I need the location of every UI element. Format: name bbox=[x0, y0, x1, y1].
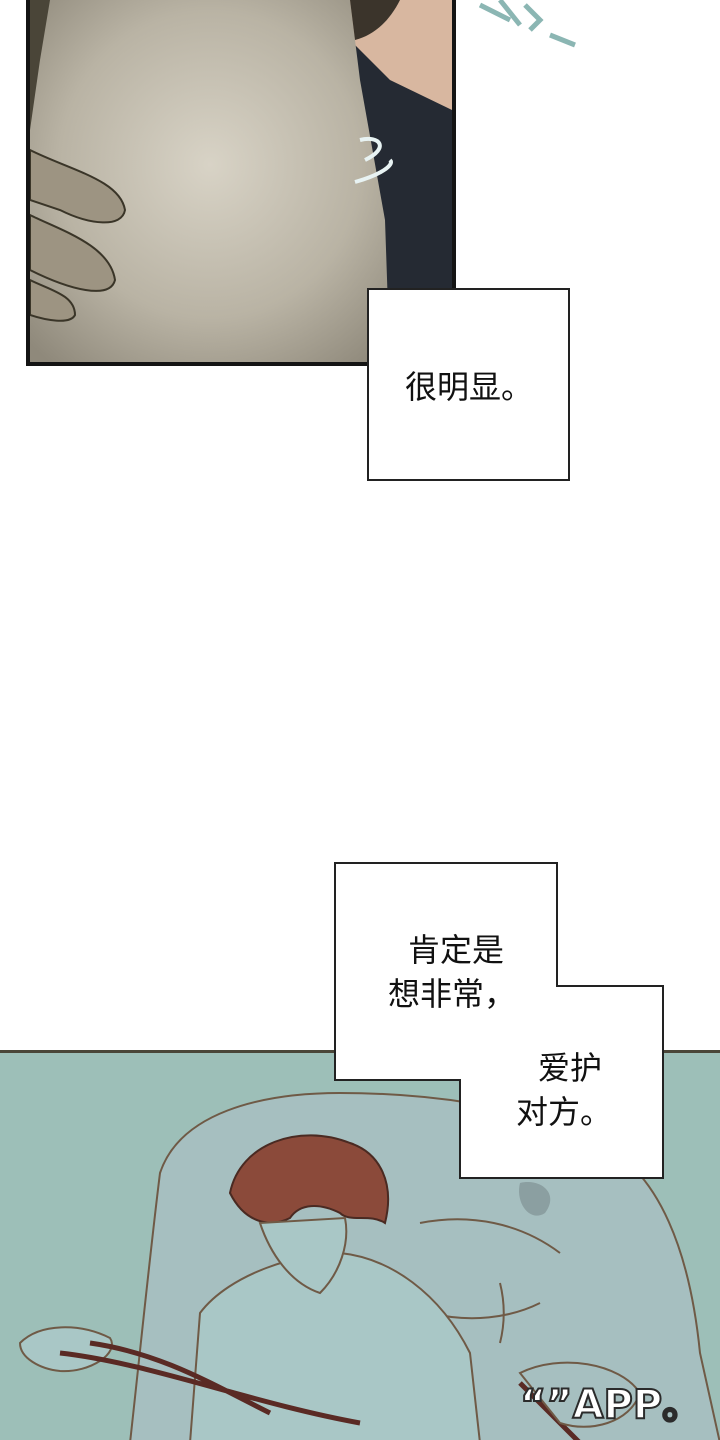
sfx-mark-top-right bbox=[478, 0, 576, 48]
caption-text-line-3: 爱护 bbox=[538, 1049, 603, 1087]
caption-text-line-2: 想非常， bbox=[388, 975, 517, 1013]
right-hand bbox=[518, 1361, 642, 1428]
caption-box-obvious: 很明显。 bbox=[367, 288, 570, 481]
left-hand bbox=[18, 1326, 113, 1373]
hair bbox=[228, 1134, 390, 1225]
thumb bbox=[350, 0, 400, 40]
bruise-mark bbox=[519, 1182, 551, 1216]
caption-text-obvious: 很明显。 bbox=[405, 368, 534, 406]
caption-text-line-4: 对方。 bbox=[516, 1093, 613, 1131]
top-panel-illustration bbox=[30, 0, 452, 362]
caption-text-line-1: 肯定是 bbox=[408, 931, 505, 969]
sfx-squiggle bbox=[354, 136, 393, 184]
bottom-art-panel bbox=[0, 1050, 720, 1440]
head-neck bbox=[258, 1216, 348, 1295]
small-figure-back bbox=[189, 1251, 481, 1440]
hand-fingers bbox=[30, 148, 127, 322]
ribbon bbox=[59, 1340, 581, 1440]
top-art-panel bbox=[26, 0, 456, 366]
app-watermark: “”APP。 bbox=[519, 1381, 703, 1429]
paper-sheet bbox=[30, 0, 390, 362]
caption-box-cherish bbox=[334, 862, 664, 1179]
